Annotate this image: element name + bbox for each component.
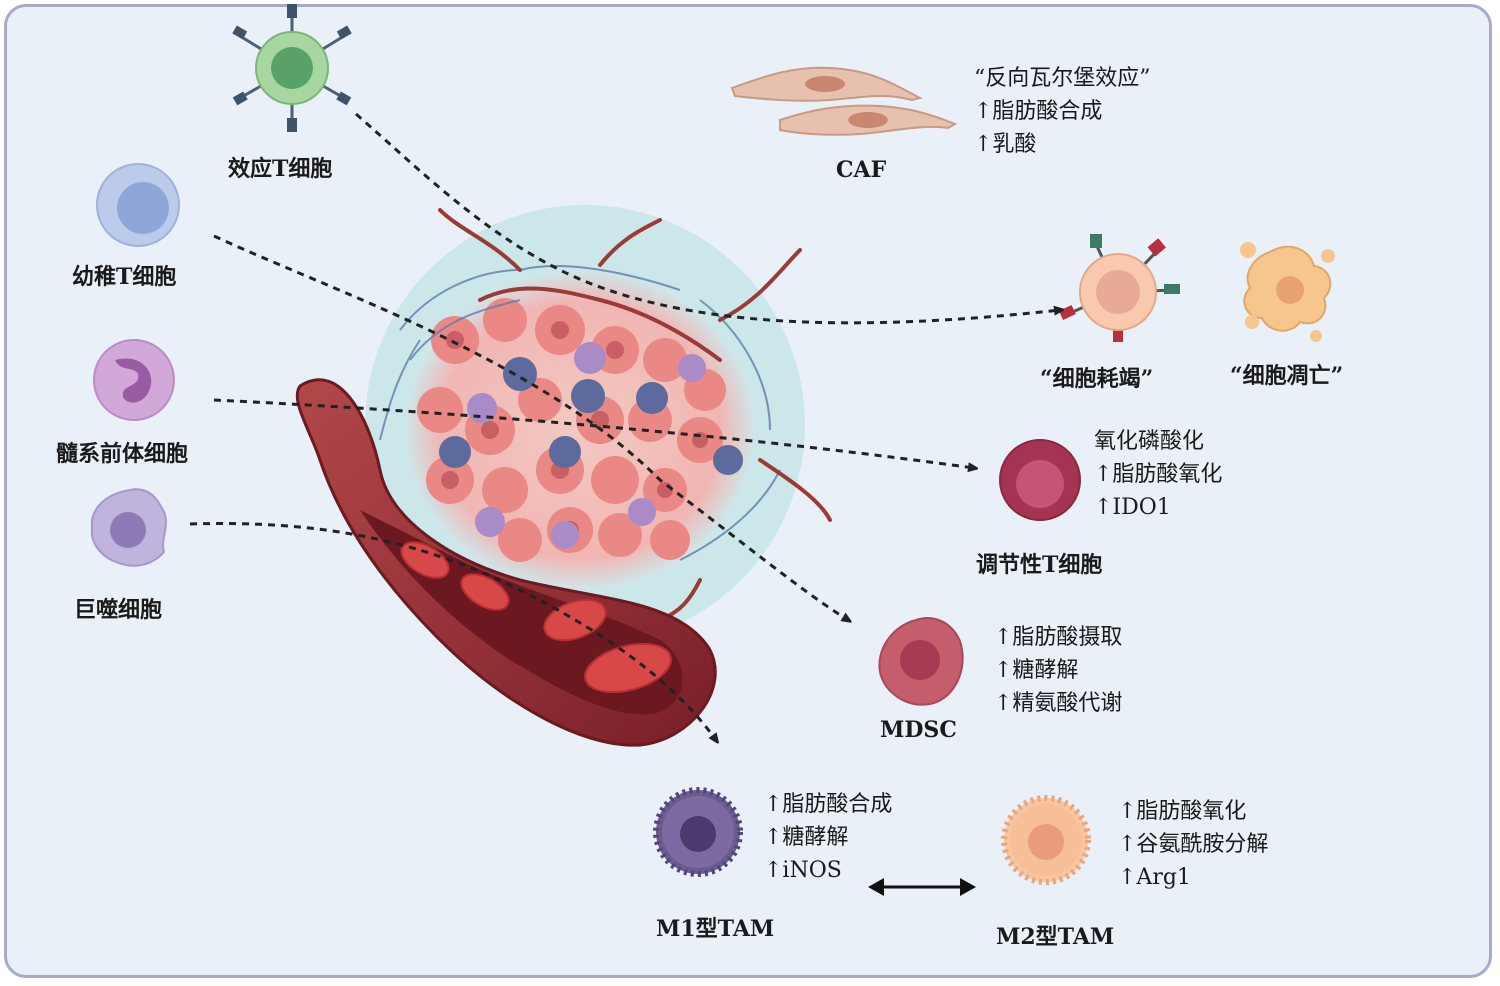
caf-metabolism-list: “反向瓦尔堡效应” ↑脂肪酸合成 ↑乳酸 [974, 62, 1151, 161]
treg-cell-icon [999, 439, 1081, 521]
exhaustion-label: “细胞耗竭” [1040, 366, 1154, 392]
m1-m2-conversion-arrow [868, 878, 976, 896]
mdsc-cell-icon [878, 617, 964, 706]
effector-t-cell-icon [232, 4, 352, 132]
macrophage-label: 巨噬细胞 [74, 597, 163, 623]
myeloid-precursor-icon [93, 339, 175, 421]
caf-label: CAF [836, 157, 887, 183]
arrow-myeloid-to-treg [213, 398, 974, 468]
mdsc-item: ↑糖酵解 [994, 658, 1079, 683]
m1-item: ↑脂肪酸合成 [764, 792, 893, 817]
tumor-mass [365, 205, 832, 645]
caf-item: ↑脂肪酸合成 [974, 99, 1103, 124]
caf-item: “反向瓦尔堡效应” [974, 66, 1151, 91]
treg-item: ↑IDO1 [1094, 495, 1171, 520]
flow-arrows [189, 112, 1060, 740]
m1-tam-icon [653, 787, 743, 877]
m1-item: ↑iNOS [764, 858, 842, 883]
blood-vessel [295, 378, 717, 747]
arrow-macrophage-to-m1 [189, 522, 716, 740]
m1-metabolism-list: ↑脂肪酸合成 ↑糖酵解 ↑iNOS [764, 788, 892, 887]
m2-item: ↑脂肪酸氧化 [1118, 799, 1247, 824]
myeloid-precursor-label: 髓系前体细胞 [56, 441, 189, 467]
m2-tam-icon [1001, 795, 1091, 885]
m1-tam-label: M1型TAM [656, 916, 775, 942]
m2-item: ↑Arg1 [1118, 865, 1191, 890]
m2-tam-label: M2型TAM [996, 924, 1115, 950]
exhausted-t-cell-icon [1058, 234, 1180, 342]
naive-t-cell-icon [96, 163, 180, 247]
treg-label: 调节性T细胞 [976, 552, 1103, 578]
caf-icon [730, 66, 958, 136]
treg-item: 氧化磷酸化 [1094, 429, 1205, 454]
apoptosis-label: “细胞凋亡” [1230, 363, 1344, 389]
mdsc-item: ↑精氨酸代谢 [994, 691, 1123, 716]
arrow-effector-to-exhaustion [355, 112, 1060, 325]
mdsc-item: ↑脂肪酸摄取 [994, 625, 1123, 650]
arrow-naive-to-mdsc [213, 234, 848, 620]
effector-t-cell-label: 效应T细胞 [228, 156, 333, 182]
m2-item: ↑谷氨酰胺分解 [1118, 832, 1269, 857]
m1-item: ↑糖酵解 [764, 825, 849, 850]
mdsc-metabolism-list: ↑脂肪酸摄取 ↑糖酵解 ↑精氨酸代谢 [994, 621, 1122, 720]
naive-t-cell-label: 幼稚T细胞 [72, 264, 177, 290]
mdsc-label: MDSC [880, 717, 957, 743]
treg-item: ↑脂肪酸氧化 [1094, 462, 1223, 487]
apoptotic-cell-icon [1240, 242, 1335, 342]
treg-metabolism-list: 氧化磷酸化 ↑脂肪酸氧化 ↑IDO1 [1094, 425, 1222, 524]
m2-metabolism-list: ↑脂肪酸氧化 ↑谷氨酰胺分解 ↑Arg1 [1118, 795, 1268, 894]
macrophage-icon [90, 488, 167, 567]
caf-item: ↑乳酸 [974, 132, 1037, 157]
